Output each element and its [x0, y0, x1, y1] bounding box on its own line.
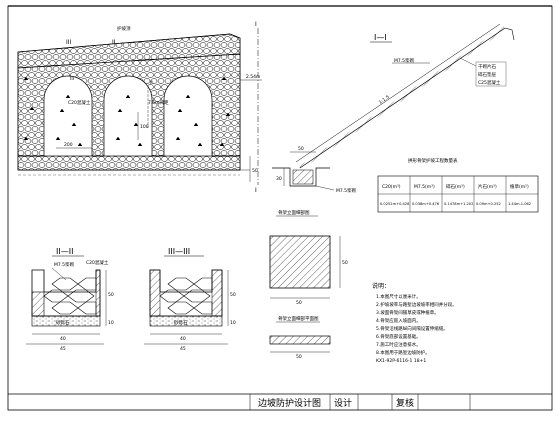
detail-small-width: 50: [296, 354, 302, 360]
note-item: 1.本图尺寸以厘米计。: [376, 293, 421, 300]
profile-dim-30: 30: [276, 176, 282, 182]
section-III-dim-40: 40: [180, 336, 186, 342]
dim-100: 100: [140, 124, 149, 130]
note-item: 6.骨架底部设置基础。: [376, 333, 421, 340]
detail-large-title: 骨架立面细部图: [278, 209, 310, 216]
design-notes: 说明： 1.本图尺寸以厘米计。 2.护坡坡率与路堑边坡坡率相同并分段。 3.坡面…: [372, 282, 457, 364]
concrete-label: C20混凝土: [68, 99, 91, 106]
stone-crown-band: [17, 33, 241, 69]
cut-marker-bottom: I: [255, 187, 257, 194]
section-II-dim-45: 45: [60, 346, 66, 352]
hexagon-pattern: [159, 277, 213, 315]
note-item: 3.坡面骨架间铺草皮或种植草。: [376, 309, 439, 316]
note-item: 4.骨架应嵌入坡面内。: [376, 317, 421, 324]
section-III-base: 砂砾石: [174, 319, 188, 326]
slope-top-label: 护坡顶: [117, 25, 131, 32]
frame-detail-plan: 骨架立面细部平面图 50: [269, 315, 331, 360]
cut-marker-top: I: [255, 21, 257, 28]
section-II-base: 砂砾石: [56, 319, 70, 326]
table-cell: 0.0252m+0.428: [380, 202, 410, 206]
table-header: M7.5(m³): [414, 184, 435, 190]
section-III-III-title: III—III: [168, 247, 190, 256]
stone-arch-frame: [17, 53, 241, 157]
profile-layer-1: 干砌片石: [478, 63, 496, 70]
hexagon-pattern: [43, 277, 97, 315]
note-item: 8.本图用于路堑边坡防护。: [376, 349, 430, 356]
slope-width-label: 2.54m: [246, 74, 260, 80]
notes-heading: 说明：: [372, 282, 390, 290]
section-III-dim-10: 10: [230, 320, 236, 326]
profile-mortar-label: M7.5浆砌: [394, 57, 415, 64]
profile-base-label: M7.5浆砌: [336, 187, 357, 194]
section-II-mortar: M7.5浆砌: [54, 261, 75, 268]
dim-50-elev: 50: [252, 168, 258, 174]
detail-large-width: 50: [296, 300, 302, 306]
detail-small-title: 骨架立面细部平面图: [278, 315, 319, 322]
marker-II-top: II: [112, 39, 116, 46]
table-header: 片石(m³): [478, 183, 497, 190]
detail-large-height: 50: [342, 260, 348, 266]
spacing-label: 7.5m间距: [148, 99, 169, 106]
dim-200: 200: [64, 142, 73, 148]
arch-elevation: I I 护坡顶 C20混凝土 7.5m间距 2.54m III II 200 1…: [17, 21, 262, 194]
section-III-III: III—III 砂砾石 50 10 40 45: [144, 247, 236, 352]
grass-infill: [23, 76, 231, 147]
table-cell: 0.09m+0.252: [476, 202, 501, 206]
slope-profile: I—I 50 30 M7.5浆砌 M7.5浆砌 1:1.5 干砌片石 碎石垫层 …: [272, 23, 515, 194]
quantity-table: 拱形骨架护坡工程数量表 C20(m³) M7.5(m³) 碎石(m³) 片石(m…: [377, 157, 539, 213]
section-I-I-title: I—I: [374, 33, 387, 42]
frame-detail-elevation: 骨架立面细部图 50 50: [269, 209, 348, 306]
table-title: 拱形骨架护坡工程数量表: [408, 157, 458, 164]
section-II-II: II—II 砂砾石 M7.5浆砌 C20混凝土 50 10 40 45: [26, 247, 114, 352]
note-item: 2.护坡坡率与路堑边坡坡率相同并分段。: [376, 301, 457, 308]
table-header: C20(m³): [382, 184, 401, 190]
table-header: 植草(m²): [510, 183, 529, 190]
marker-III-top: III: [66, 39, 72, 46]
table-cell: 0.1478m+1.202: [444, 202, 473, 206]
section-III-dim-50: 50: [230, 292, 236, 298]
design-label: 设计: [334, 397, 352, 409]
marker-III-left: III: [70, 76, 74, 82]
section-III-dim-45: 45: [180, 346, 186, 352]
section-II-dim-50: 50: [108, 292, 114, 298]
note-item: KX1-92P-6116-1 18+1: [376, 358, 426, 364]
table-cell: 1.44m-1.062: [508, 202, 531, 206]
review-label: 复核: [396, 397, 414, 409]
profile-slope-ratio: 1:1.5: [378, 94, 391, 106]
drawing-title: 边坡防护设计图: [258, 397, 321, 409]
section-II-II-title: II—II: [56, 247, 73, 256]
stone-base-band: [17, 155, 241, 171]
section-II-dim-10: 10: [108, 320, 114, 326]
profile-dim-50: 50: [298, 146, 304, 152]
marker-II-mid: II: [150, 80, 153, 86]
table-header: 碎石(m³): [446, 183, 465, 190]
note-item: 5.骨架沿线路纵向间隔设置伸缩缝。: [376, 325, 448, 332]
title-block: 边坡防护设计图 设计 复核: [8, 393, 552, 410]
note-item: 7.施工时应注意排水。: [376, 341, 421, 348]
profile-layer-2: 碎石垫层: [478, 71, 496, 78]
profile-layer-3: C25混凝土: [478, 79, 501, 86]
section-II-concrete: C20混凝土: [86, 259, 109, 266]
section-II-dim-40: 40: [60, 336, 66, 342]
table-cell: 0.038m+0.476: [412, 202, 440, 206]
